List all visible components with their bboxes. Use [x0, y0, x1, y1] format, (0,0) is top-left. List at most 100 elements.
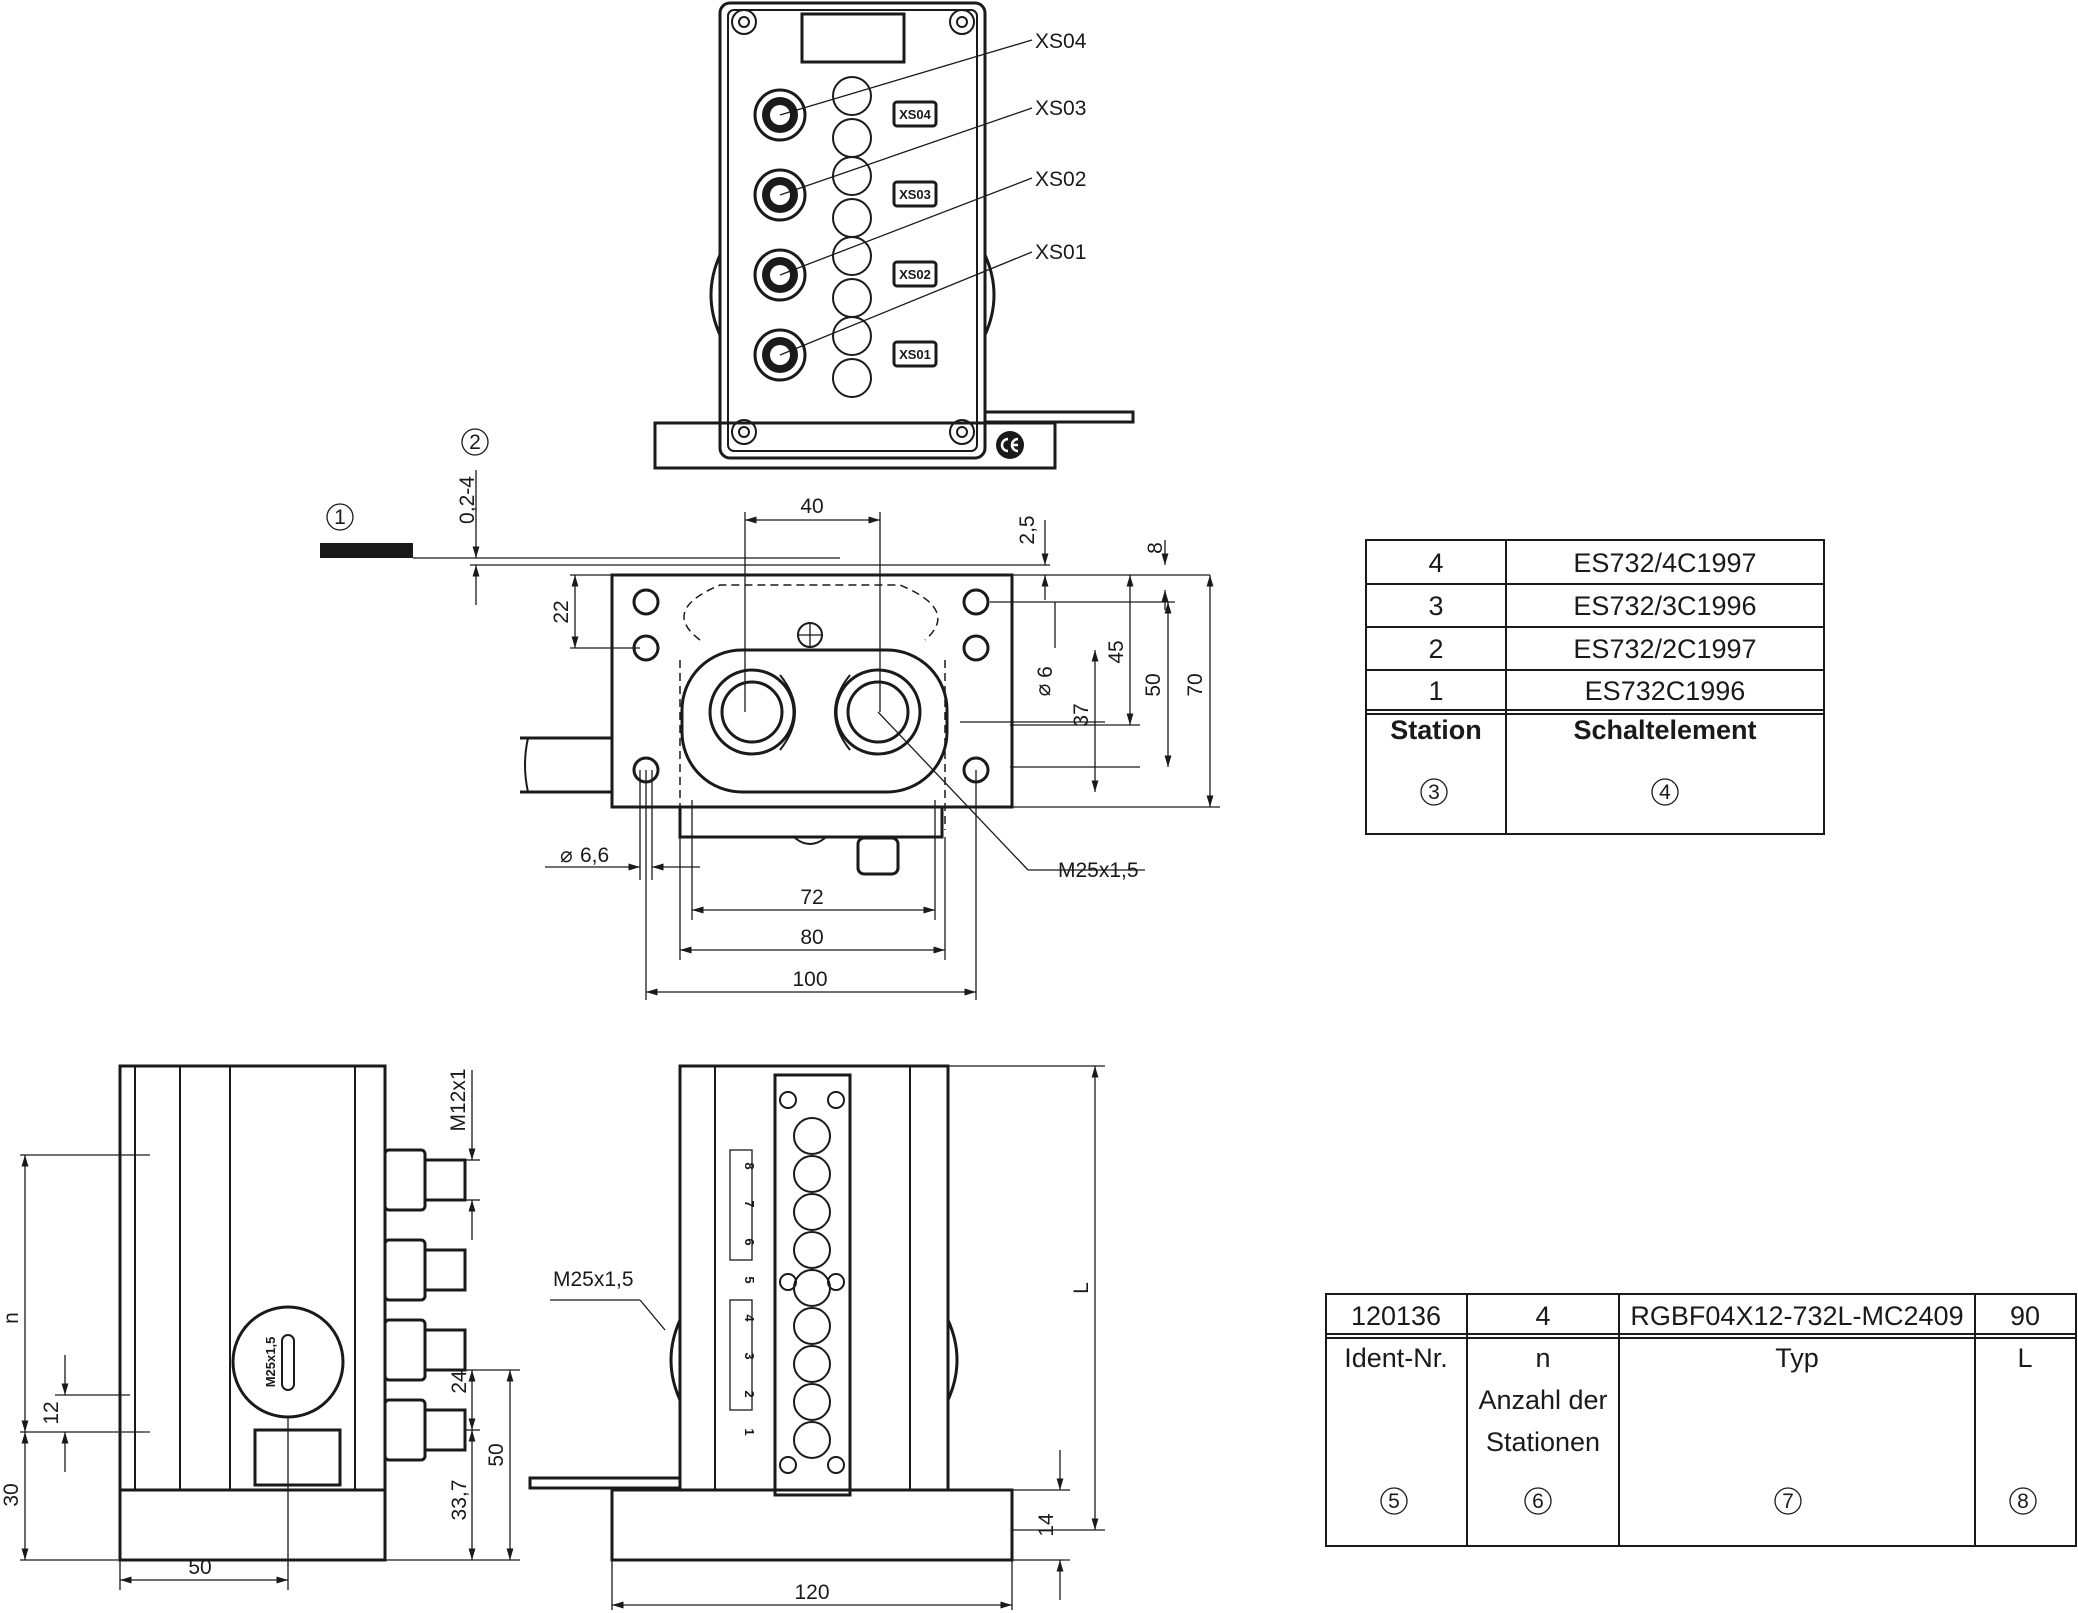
- dim-thread-side: M25x1,5: [553, 1268, 634, 1291]
- station-row-3: 3: [1428, 591, 1443, 621]
- tag-xs02: XS02: [899, 267, 931, 282]
- end-base: [610, 1488, 1014, 1562]
- typ-value: RGBF04X12-732L-MC2409: [1630, 1301, 1963, 1331]
- n-desc-1: Anzahl der: [1478, 1385, 1607, 1415]
- callout-8: 8: [2017, 1490, 2029, 1513]
- dim-40: 40: [800, 495, 823, 518]
- lid-number-4: 4: [742, 1314, 757, 1322]
- dim-14: 14: [1035, 1513, 1058, 1537]
- l-header: L: [2017, 1343, 2032, 1373]
- callout-1: 1: [334, 506, 346, 529]
- side-gland: [231, 1305, 345, 1419]
- front-frame: [610, 573, 1014, 809]
- top-view: XS04 XS03 XS02 XS01 XS04 XS03 XS02 XS01: [653, 1, 1135, 470]
- station-row-2: 2: [1428, 634, 1443, 664]
- element-row-3: ES732/3C1996: [1573, 591, 1756, 621]
- front-view: 40 2,5 8 22 45 50 70 ⌀ 6 37 ⌀ 6,6: [520, 495, 1220, 1000]
- dim-50-bottom: 50: [188, 1556, 211, 1579]
- n-value: 4: [1535, 1301, 1550, 1331]
- dim-50-side: 50: [485, 1443, 508, 1466]
- dim-22: 22: [550, 600, 573, 623]
- callout-3: 3: [1428, 781, 1440, 804]
- dim-n: n: [0, 1312, 23, 1324]
- station-table: 4 ES732/4C1997 3 ES732/3C1996 2 ES732/2C…: [1365, 539, 1825, 835]
- dim-6-6-label: ⌀: [560, 844, 573, 867]
- lid-number-7: 7: [742, 1200, 757, 1207]
- dim-L: L: [1070, 1282, 1093, 1294]
- side-label-plate: [253, 1428, 342, 1487]
- lid-number-1: 1: [742, 1428, 757, 1435]
- station-row-1: 1: [1428, 676, 1443, 706]
- front-connector: [856, 836, 900, 876]
- tag-xs04: XS04: [899, 107, 932, 122]
- led-window-icon: [832, 76, 872, 398]
- label-xs02: XS02: [1035, 168, 1086, 191]
- dim-30: 30: [0, 1483, 23, 1506]
- dim-33-7: 33,7: [448, 1480, 471, 1521]
- callout-4: 4: [1659, 781, 1671, 804]
- callout-2: 2: [469, 431, 481, 454]
- end-view: 8 7 6 5 4 3 2 1 M25x1,5 L 14 120: [528, 1064, 1105, 1610]
- ident-header: Ident-Nr.: [1344, 1343, 1448, 1373]
- label-xs03: XS03: [1035, 97, 1086, 120]
- dim-100: 100: [792, 968, 827, 991]
- dim-6-6: 6,6: [580, 844, 609, 867]
- dim-m12: M12x1: [447, 1068, 470, 1131]
- top-base: [653, 421, 1057, 470]
- dim-24: 24: [448, 1370, 471, 1394]
- station-header: Station: [1390, 715, 1482, 745]
- callout-6: 6: [1532, 1490, 1544, 1513]
- callout-7: 7: [1782, 1490, 1794, 1513]
- lid-number-6: 6: [742, 1238, 757, 1245]
- side-base: [118, 1488, 387, 1562]
- end-lid: [773, 1073, 852, 1497]
- dim-50: 50: [1142, 673, 1165, 696]
- element-row-2: ES732/2C1997: [1573, 634, 1756, 664]
- tag-xs01: XS01: [899, 347, 931, 362]
- screw-icon: [779, 1091, 845, 1474]
- screw-icon: [731, 9, 975, 445]
- lid-number-2: 2: [742, 1390, 757, 1397]
- connector-tag-icon: [892, 100, 938, 368]
- top-housing: [718, 1, 987, 460]
- l-value: 90: [2010, 1301, 2040, 1331]
- ident-table: 120136 4 RGBF04X12-732L-MC2409 90 Ident-…: [1325, 1293, 2077, 1547]
- dim-8: 8: [1144, 542, 1167, 554]
- n-header: n: [1535, 1343, 1550, 1373]
- dim-120: 120: [794, 1581, 829, 1604]
- side-housing: [118, 1064, 387, 1492]
- n-desc-2: Stationen: [1486, 1427, 1600, 1457]
- front-opening: [680, 648, 949, 794]
- dim-6-label: ⌀: [1032, 684, 1055, 697]
- dim-72: 72: [800, 886, 823, 909]
- ce-mark-icon: [996, 431, 1024, 459]
- dim-2-5: 2,5: [1016, 515, 1039, 544]
- dim-thread-front: M25x1,5: [1058, 859, 1139, 882]
- tag-xs03: XS03: [899, 187, 931, 202]
- element-header: Schaltelement: [1573, 715, 1756, 745]
- front-bottom-block: [678, 805, 944, 839]
- dim-6: 6: [1034, 666, 1057, 678]
- mounting-plate: [320, 543, 413, 558]
- led-window-icon: [793, 1117, 831, 1459]
- element-row-4: ES732/4C1997: [1573, 548, 1756, 578]
- label-window: [800, 12, 906, 64]
- callout-5: 5: [1388, 1490, 1400, 1513]
- lid-number-5: 5: [742, 1276, 757, 1283]
- dim-gap: 0,2-4: [456, 476, 479, 524]
- element-row-1: ES732C1996: [1585, 676, 1746, 706]
- dim-45: 45: [1105, 640, 1128, 663]
- ident-value: 120136: [1351, 1301, 1441, 1331]
- side-gland-label: M25x1,5: [263, 1337, 278, 1388]
- end-housing: [678, 1064, 950, 1492]
- label-xs04: XS04: [1035, 30, 1087, 53]
- m12-connector-icon: [383, 1148, 467, 1462]
- label-xs01: XS01: [1035, 241, 1086, 264]
- m12-connector-icon: [753, 88, 807, 382]
- dim-37: 37: [1070, 703, 1093, 726]
- side-view: M25x1,5 M12x1 n 12 30 24 33,7: [0, 1064, 520, 1590]
- dim-12: 12: [40, 1401, 63, 1424]
- station-row-4: 4: [1428, 548, 1443, 578]
- dim-80: 80: [800, 926, 823, 949]
